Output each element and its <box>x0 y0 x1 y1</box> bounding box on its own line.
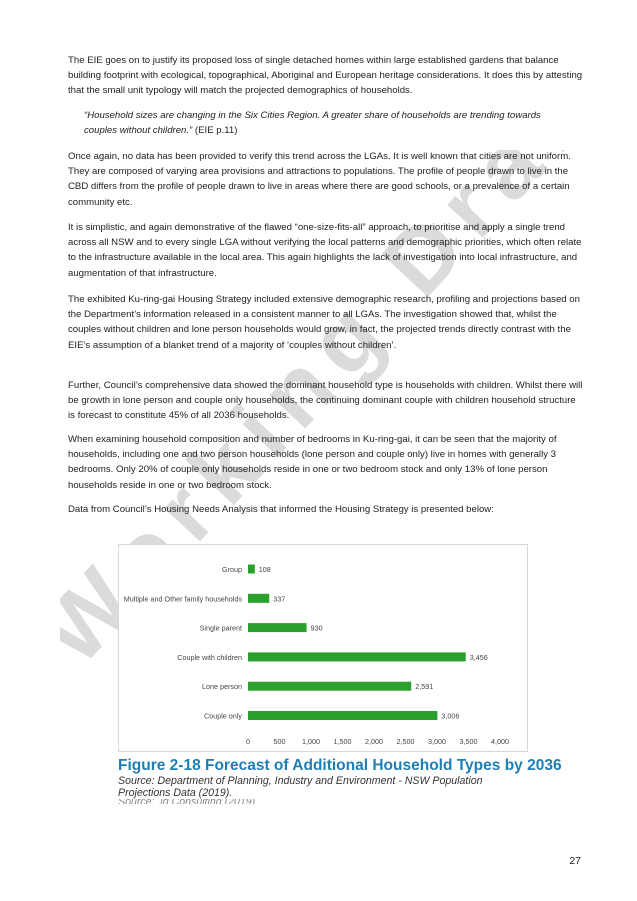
category-label: Couple only <box>204 712 242 721</box>
paragraph-1-text: The EIE goes on to justify its proposed … <box>68 55 583 97</box>
figure-caption: Figure 2-18 Forecast of Additional House… <box>118 757 578 804</box>
x-tick-label: 500 <box>274 737 286 746</box>
bar <box>248 681 412 691</box>
figure-caption-title: Figure 2-18 Forecast of Additional House… <box>118 757 562 774</box>
paragraph-3: It is simplistic, and again demonstrativ… <box>68 220 584 281</box>
bar <box>248 652 466 662</box>
x-tick-label: 3,500 <box>460 737 478 746</box>
x-tick-label: 2,500 <box>397 737 415 746</box>
bar-value-label: 337 <box>273 594 285 603</box>
paragraph-3-text: It is simplistic, and again demonstrativ… <box>68 222 582 279</box>
x-tick-label: 1,500 <box>334 737 352 746</box>
bar <box>248 711 438 720</box>
x-tick-label: 0 <box>246 737 250 746</box>
x-tick-label: 3,000 <box>428 737 446 746</box>
paragraph-2: Once again, no data has been provided to… <box>68 149 584 210</box>
paragraph-4-text: The exhibited Ku-ring-gai Housing Strate… <box>68 294 580 351</box>
quote-citation: (EIE p.11) <box>192 125 238 137</box>
x-tick-label: 4,000 <box>491 737 509 746</box>
quote-block: “Household sizes are changing in the Six… <box>84 108 564 138</box>
paragraph-7: Data from Council’s Housing Needs Analys… <box>68 502 584 517</box>
category-label: Couple with children <box>177 653 242 662</box>
category-label: Multiple and Other family households <box>124 594 243 603</box>
bar-value-label: 108 <box>259 565 271 574</box>
quote-text: “Household sizes are changing in the Six… <box>84 110 541 137</box>
bar <box>248 564 255 574</box>
paragraph-4: The exhibited Ku-ring-gai Housing Strate… <box>68 292 584 353</box>
paragraph-5: Further, Council’s comprehensive data sh… <box>68 378 584 424</box>
bar-value-label: 2,591 <box>415 682 433 691</box>
bar <box>248 593 270 603</box>
bar <box>248 623 307 633</box>
bar-value-label: 3,006 <box>441 712 459 721</box>
paragraph-5-text: Further, Council’s comprehensive data sh… <box>68 380 583 422</box>
figure-caption-source-1: Source: Department of Planning, Industry… <box>118 775 483 787</box>
category-label: Group <box>222 565 242 574</box>
paragraph-1: The EIE goes on to justify its proposed … <box>68 53 584 99</box>
paragraph-6: When examining household composition and… <box>68 432 584 493</box>
category-label: Lone person <box>202 682 242 691</box>
x-tick-label: 1,000 <box>302 737 320 746</box>
figure-caption-source-3: Source: .id Consulting (2019). <box>118 799 578 804</box>
category-label: Single parent <box>200 624 242 633</box>
paragraph-6-text: When examining household composition and… <box>68 434 557 491</box>
paragraph-7-text: Data from Council’s Housing Needs Analys… <box>68 504 494 515</box>
bar-value-label: 3,456 <box>470 653 488 662</box>
bar-value-label: 930 <box>311 624 323 633</box>
page-number: 27 <box>569 855 581 867</box>
paragraph-2-text: Once again, no data has been provided to… <box>68 151 571 208</box>
x-tick-label: 2,000 <box>365 737 383 746</box>
figure-caption-source-2: Projections Data (2019). <box>118 787 233 799</box>
